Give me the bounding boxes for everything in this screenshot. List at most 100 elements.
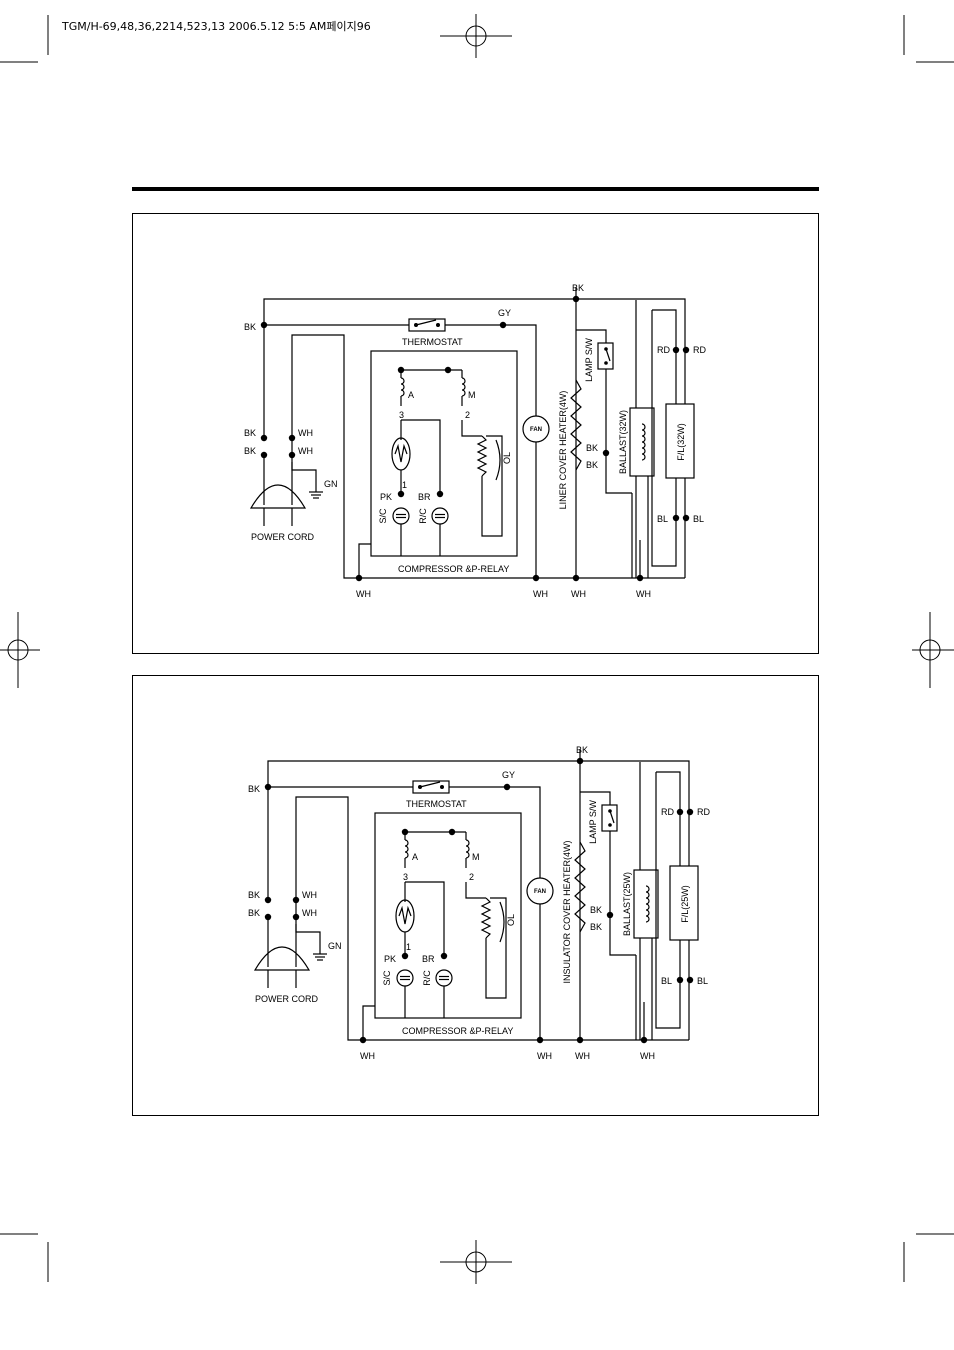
junction-dot	[676, 976, 684, 984]
label-wh-1: WH	[356, 589, 371, 599]
diagram-panel-2	[132, 675, 819, 1116]
label-bl-l: BL	[657, 514, 668, 524]
registration-marks	[0, 14, 954, 1284]
label-a: A	[412, 852, 418, 862]
junction-dot	[359, 1036, 367, 1044]
junction-dot	[264, 783, 272, 791]
junction-dot	[636, 574, 644, 582]
junction-dot	[264, 896, 272, 904]
label-gn: GN	[324, 479, 338, 489]
label-rd-r: RD	[697, 807, 710, 817]
label-gy: GY	[502, 770, 515, 780]
label-heater: INSULATOR COVER HEATER(4W)	[562, 840, 572, 983]
resistor	[476, 435, 488, 477]
label-bk-b: BK	[248, 908, 260, 918]
diagram-panel-1	[132, 213, 819, 654]
junction-dot	[606, 911, 614, 919]
junction-dot	[572, 574, 580, 582]
label-fl: F/L(32W)	[676, 423, 686, 461]
label-pk: PK	[384, 954, 396, 964]
junction-dot	[260, 451, 268, 459]
label-3: 3	[399, 410, 404, 420]
run-capacitor	[435, 969, 453, 987]
resistor	[480, 897, 492, 939]
label-m: M	[472, 852, 480, 862]
label-power-cord: POWER CORD	[255, 994, 319, 1004]
label-heater: LINER COVER HEATER(4W)	[558, 391, 568, 510]
label-ol: OL	[502, 452, 512, 464]
label-thermostat: THERMOSTAT	[406, 799, 467, 809]
fluorescent-lamp	[669, 865, 699, 941]
coil	[461, 377, 466, 397]
junction-dot	[572, 295, 580, 303]
junction-dot	[672, 514, 680, 522]
junction-dot	[686, 808, 694, 816]
label-m: M	[468, 390, 476, 400]
label-3: 3	[403, 872, 408, 882]
label-wh-4: WH	[636, 589, 651, 599]
junction-dot	[355, 574, 363, 582]
power-cord-plug	[249, 484, 307, 509]
fan-motor-icon	[526, 877, 554, 905]
junction-dot	[288, 434, 296, 442]
junction-dot	[602, 449, 610, 457]
junction-dot	[436, 490, 444, 498]
label-sc: S/C	[378, 508, 388, 524]
power-cord-plug	[253, 946, 311, 971]
coil	[400, 377, 405, 397]
label-gn: GN	[328, 941, 342, 951]
junction-dot	[499, 321, 507, 329]
label-thermostat: THERMOSTAT	[402, 337, 463, 347]
ol-contact	[499, 901, 505, 943]
label-wh-2: WH	[537, 1051, 552, 1061]
coil	[641, 423, 646, 461]
label-top-bk: BK	[576, 745, 588, 755]
lamp-switch	[597, 342, 614, 370]
junction-dot	[401, 828, 409, 836]
fan-motor-icon	[522, 415, 550, 443]
junction-dot	[292, 896, 300, 904]
label-gy: GY	[498, 308, 511, 318]
label-bl-r: BL	[693, 514, 704, 524]
label-1: 1	[406, 942, 411, 952]
label-wh-4: WH	[640, 1051, 655, 1061]
junction-dot	[536, 1036, 544, 1044]
label-wh-b: WH	[298, 446, 313, 456]
resistor	[574, 841, 586, 933]
label-1: 1	[402, 480, 407, 490]
label-fl: F/L(25W)	[680, 885, 690, 923]
label-wh-1: WH	[360, 1051, 375, 1061]
junction-dot	[503, 783, 511, 791]
label-bk-c: BK	[586, 443, 598, 453]
thermostat-switch	[412, 780, 450, 794]
label-power-cord: POWER CORD	[251, 532, 315, 542]
crosshair-left	[0, 612, 40, 688]
junction-dot	[686, 976, 694, 984]
junction-dot	[260, 321, 268, 329]
start-capacitor	[396, 969, 414, 987]
label-bl-l: BL	[661, 976, 672, 986]
ol-contact	[495, 439, 501, 481]
label-2: 2	[469, 872, 474, 882]
label-left-bk: BK	[244, 322, 256, 332]
label-bk-d: BK	[590, 922, 602, 932]
label-pk: PK	[380, 492, 392, 502]
coil	[404, 839, 409, 859]
compressor-box	[374, 812, 522, 1019]
label-wh-a: WH	[298, 428, 313, 438]
junction-dot	[676, 808, 684, 816]
ptc-relay	[395, 899, 415, 933]
junction-dot	[264, 913, 272, 921]
label-wh-2: WH	[533, 589, 548, 599]
compressor-box	[370, 350, 518, 557]
crosshair-top	[440, 14, 512, 58]
junction-dot	[444, 366, 452, 374]
label-bl-r: BL	[697, 976, 708, 986]
label-a: A	[408, 390, 414, 400]
label-ballast: BALLAST(25W)	[622, 872, 632, 936]
junction-dot	[672, 346, 680, 354]
label-bk-a: BK	[244, 428, 256, 438]
label-rd-r: RD	[693, 345, 706, 355]
label-left-bk: BK	[248, 784, 260, 794]
